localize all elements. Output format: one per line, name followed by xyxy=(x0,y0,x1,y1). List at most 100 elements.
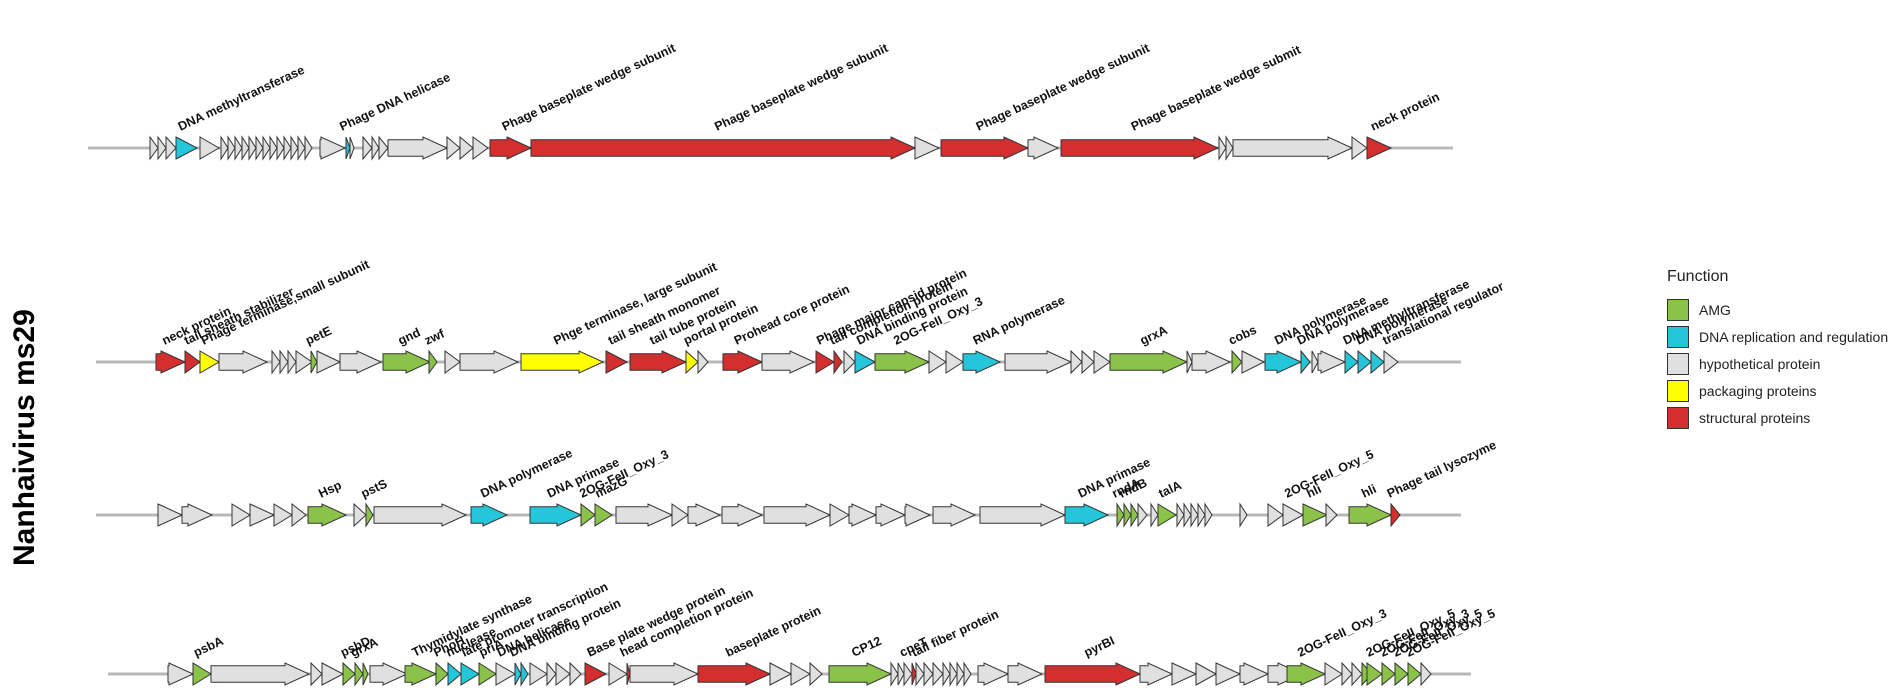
gene-arrow xyxy=(809,661,823,687)
gene-arrow xyxy=(248,135,257,161)
legend-swatch xyxy=(1667,379,1689,402)
gene-label: grxA xyxy=(1138,323,1170,348)
gene-arrow xyxy=(353,502,367,528)
legend-swatch xyxy=(1667,406,1689,429)
gene-arrow xyxy=(184,350,201,374)
gene-arrow xyxy=(310,661,323,687)
gene-arrow xyxy=(520,661,529,687)
gene-arrow xyxy=(854,350,877,374)
gene-arrow xyxy=(1366,662,1383,686)
gene-arrow xyxy=(608,662,628,686)
gene-arrow xyxy=(446,135,461,161)
gene-arrow xyxy=(249,503,276,527)
legend-swatch xyxy=(1667,325,1689,348)
gene-arrow xyxy=(890,661,899,687)
gene-arrow xyxy=(1027,136,1060,160)
gene-label: RNA polymerase xyxy=(971,293,1067,348)
gene-arrow xyxy=(1231,349,1243,375)
gene-arrow xyxy=(1317,350,1347,374)
gene-arrow xyxy=(319,136,347,160)
gene-arrow xyxy=(942,661,951,687)
gene-arrow xyxy=(495,662,516,686)
gene-label: Base plate wedge protein xyxy=(585,583,728,659)
gene-arrow xyxy=(283,135,292,161)
legend-label: AMG xyxy=(1699,301,1731,318)
gene-arrow xyxy=(349,136,355,160)
gene-arrow xyxy=(279,349,289,375)
gene-label: Phage tail lysozyme xyxy=(1385,438,1499,501)
gene-arrow xyxy=(428,349,438,375)
gene-arrow xyxy=(435,661,449,687)
gene-arrow xyxy=(218,350,269,374)
gene-arrow xyxy=(354,661,364,687)
gene-arrow xyxy=(629,350,688,374)
gene-arrow xyxy=(291,502,307,528)
gene-arrow xyxy=(460,662,480,686)
gene-label: gnd xyxy=(396,325,423,347)
gene-arrow xyxy=(1150,502,1159,528)
legend-label: packaging proteins xyxy=(1699,382,1817,399)
legend-label: structural proteins xyxy=(1699,409,1811,426)
gene-arrow xyxy=(1004,350,1073,374)
gene-arrow xyxy=(210,662,311,686)
gene-arrow xyxy=(231,503,251,527)
gene-arrow xyxy=(722,350,764,374)
gene-label: Phage baseplate wedge subunit xyxy=(500,41,679,134)
gene-label: psbA xyxy=(191,634,225,660)
gene-label: petE xyxy=(303,324,333,348)
gene-arrow xyxy=(404,662,438,686)
gene-label: baseplate protein xyxy=(723,603,823,659)
genome-name: Nanhaivirus ms29 xyxy=(8,309,41,566)
gene-arrow xyxy=(697,662,772,686)
legend-swatch xyxy=(1667,352,1689,375)
gene-arrow xyxy=(940,136,1030,160)
gene-arrow xyxy=(241,135,250,161)
gene-arrow xyxy=(979,503,1067,527)
gene-arrow xyxy=(1007,662,1044,686)
gene-arrow xyxy=(1390,502,1401,528)
gene-arrow xyxy=(1370,349,1385,375)
gene-arrow xyxy=(529,662,548,686)
gene-arrow xyxy=(687,503,722,527)
gene-arrow xyxy=(304,135,313,161)
gene-arrow xyxy=(1325,502,1338,528)
gene-arrow xyxy=(555,661,571,687)
gene-arrow xyxy=(290,135,299,161)
gene-label: talA xyxy=(1156,478,1183,501)
gene-arrow xyxy=(262,135,271,161)
gene-arrow xyxy=(470,503,509,527)
gene-arrow xyxy=(1241,350,1266,374)
gene-arrow xyxy=(181,503,214,527)
gene-arrow xyxy=(1109,350,1189,374)
gene-arrow xyxy=(157,135,167,161)
gene-arrow xyxy=(287,349,297,375)
gene-arrow xyxy=(833,349,843,375)
gene-arrow xyxy=(932,503,977,527)
gene-arrow xyxy=(629,662,700,686)
gene-arrow xyxy=(529,503,583,527)
gene-arrow xyxy=(307,503,348,527)
gene-arrow xyxy=(1239,662,1270,686)
gene-arrow xyxy=(297,135,306,161)
legend-item-hypothetical: hypothetical protein xyxy=(1667,350,1888,377)
gene-arrow xyxy=(149,135,159,161)
gene-arrow xyxy=(1183,502,1192,528)
gene-label: tail fiber protein xyxy=(909,607,1001,660)
gene-arrow xyxy=(514,662,522,686)
gene-arrow xyxy=(790,662,811,686)
legend-label: DNA replication and regulation xyxy=(1699,328,1889,345)
gene-arrow xyxy=(569,661,582,687)
gene-arrow xyxy=(175,136,199,160)
gene-arrow xyxy=(362,135,373,161)
gene-arrow xyxy=(761,350,816,374)
gene-arrow xyxy=(199,136,220,160)
gene-arrow xyxy=(273,503,293,527)
gene-arrow xyxy=(165,135,177,161)
gene-arrow xyxy=(1341,661,1353,687)
gene-arrow xyxy=(903,661,913,687)
gene-arrow xyxy=(1351,136,1368,160)
gene-arrow xyxy=(459,350,520,374)
gene-arrow xyxy=(897,662,905,686)
